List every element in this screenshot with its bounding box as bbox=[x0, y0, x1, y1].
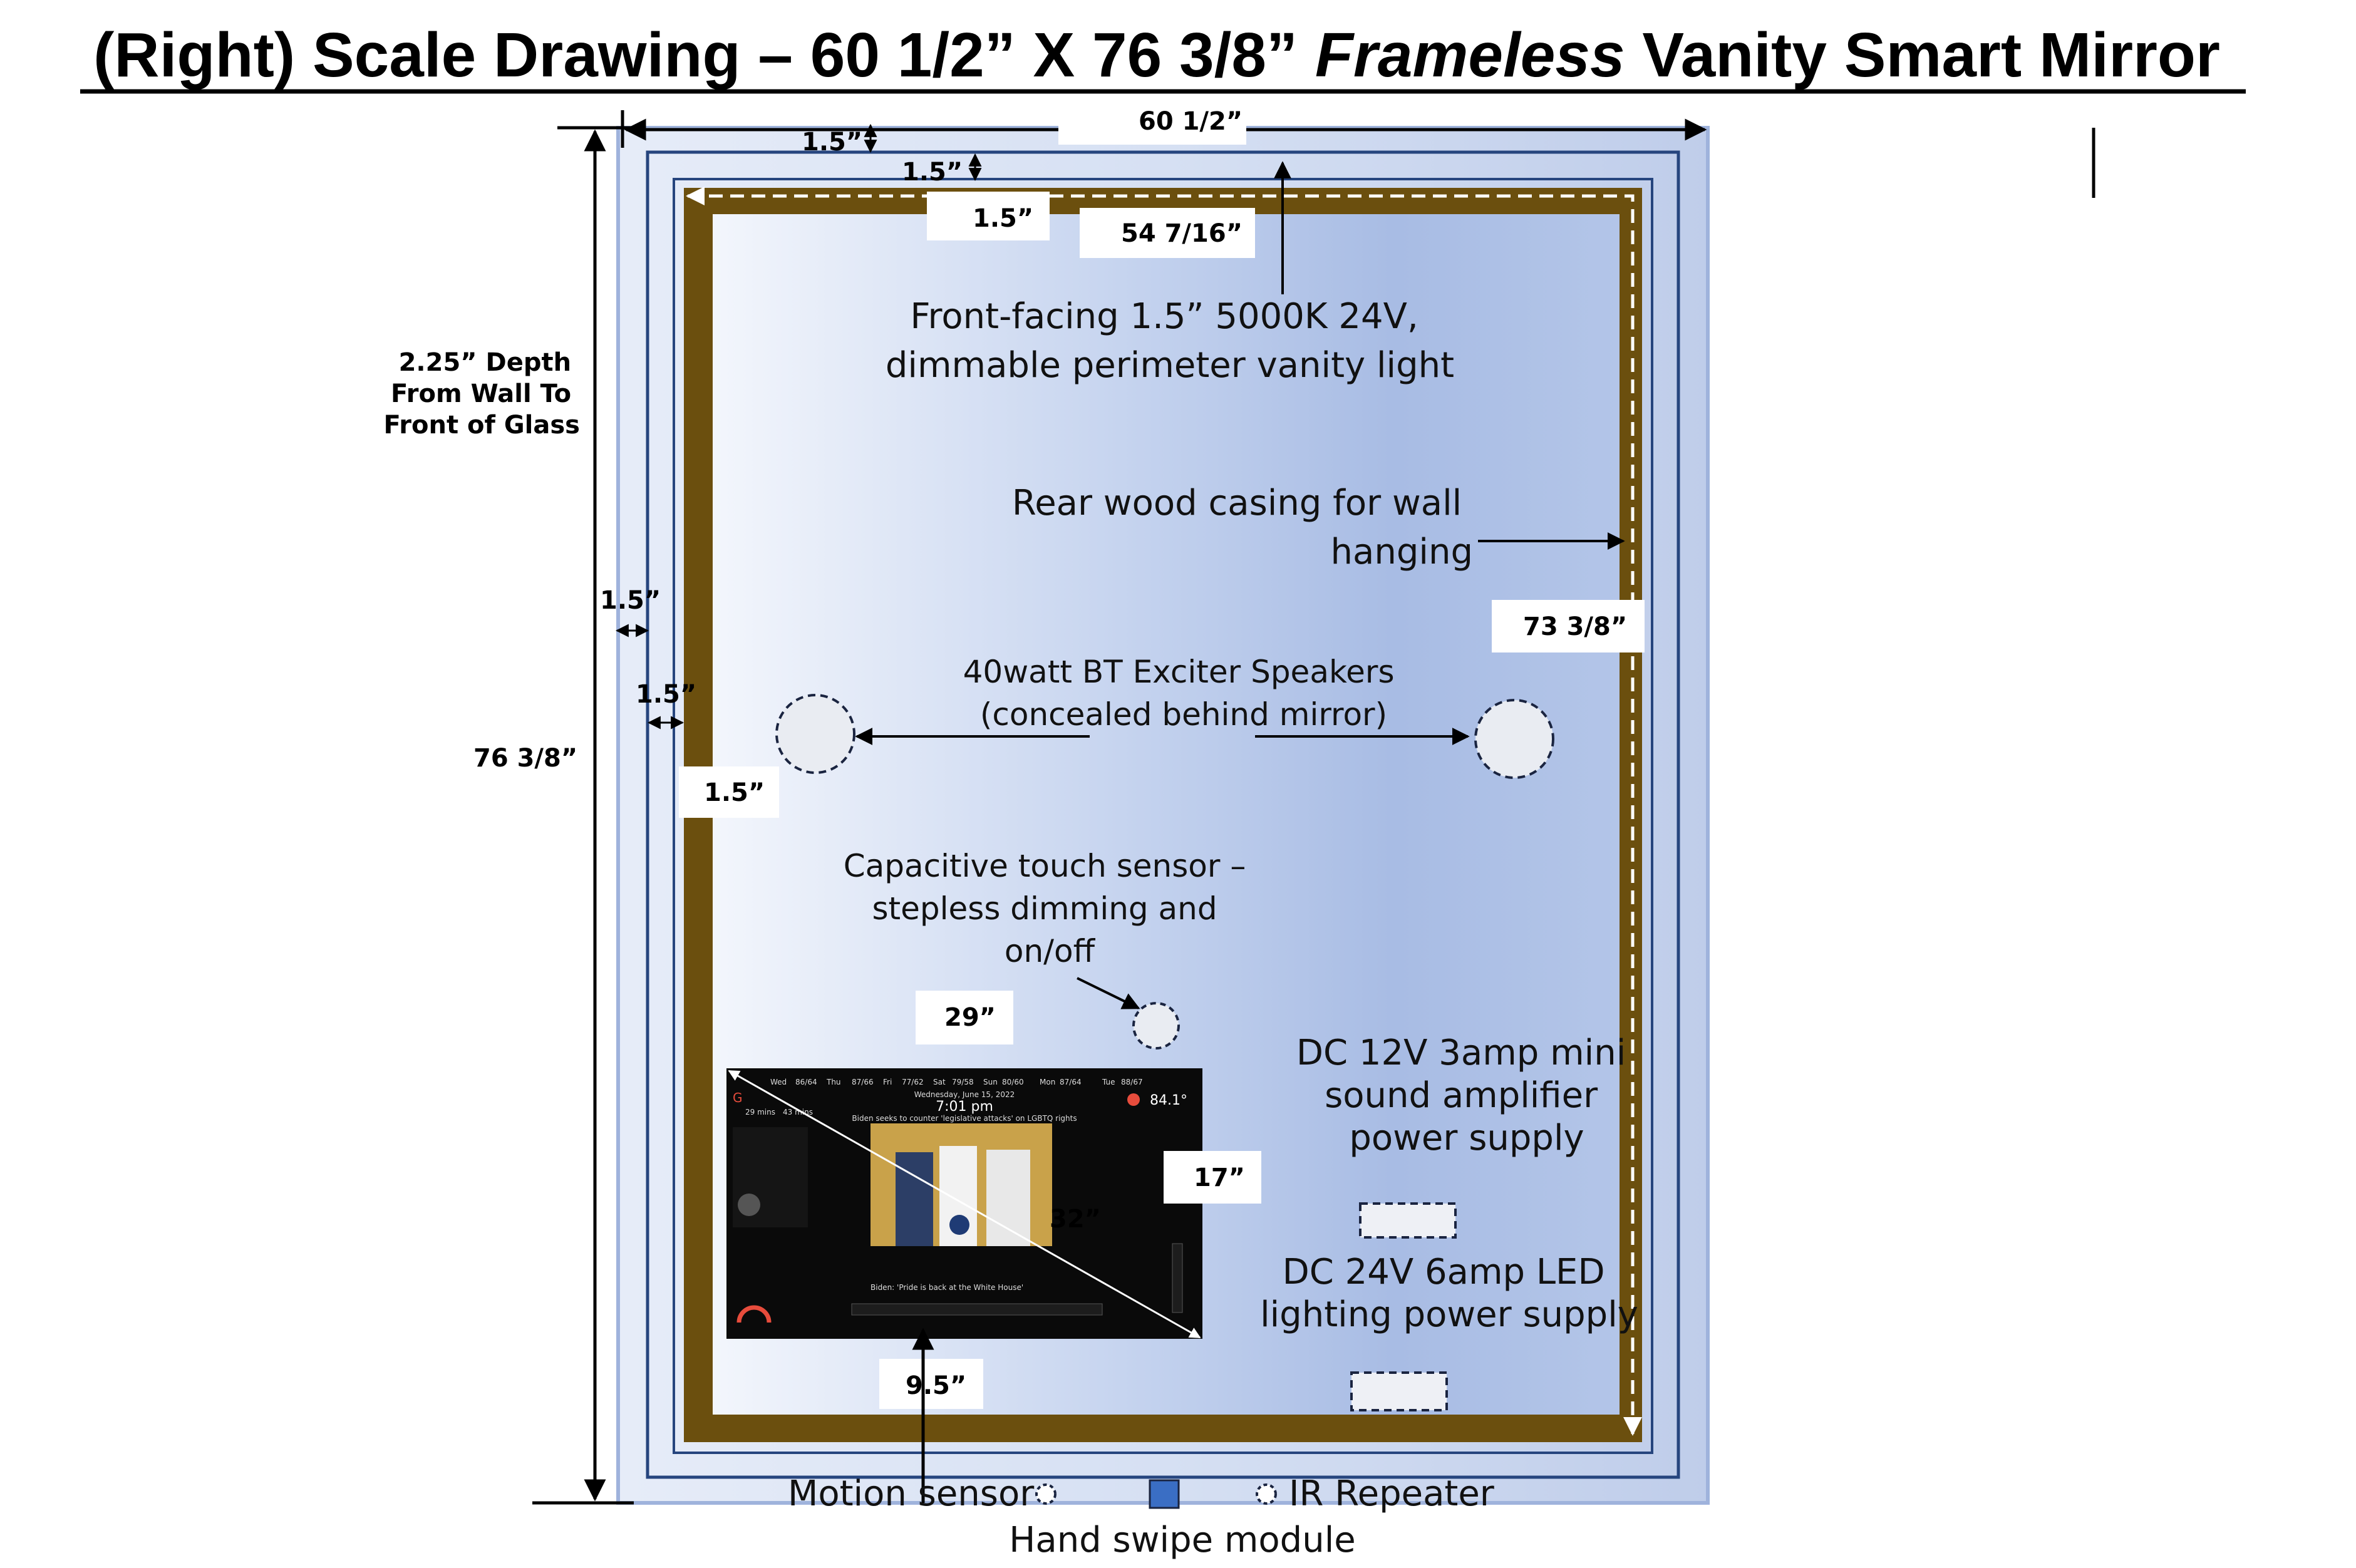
weather-temp: 86/64 bbox=[795, 1078, 817, 1086]
dim-side-b: 1.5” bbox=[636, 680, 696, 709]
hand-swipe-label: Hand swipe module bbox=[1009, 1520, 1355, 1560]
amp-line-1: DC 12V 3amp mini bbox=[1296, 1033, 1626, 1073]
side-controls bbox=[1172, 1243, 1183, 1313]
motion-sensor-icon bbox=[1035, 1483, 1057, 1505]
wood-line-2: hanging bbox=[1331, 532, 1473, 572]
led-supply-note: DC 24V 6amp LED lighting power supply bbox=[1260, 1252, 1638, 1335]
depth-line-2: From Wall To bbox=[391, 379, 571, 408]
news-photo-figure bbox=[986, 1150, 1030, 1246]
glass-edge-line bbox=[673, 178, 1653, 1454]
depth-line-3: Front of Glass bbox=[384, 411, 580, 440]
title-part-1: (Right) Scale Drawing – 60 1/2” X 76 3/8… bbox=[93, 20, 1315, 90]
dimension-lines: 60 1/2” 76 3/8” 1.5” 1.5” 1.5” 54 7/16” … bbox=[473, 103, 1707, 1505]
dim-side-c: 1.5” bbox=[704, 778, 765, 807]
amp-line-3: power supply bbox=[1349, 1118, 1584, 1158]
portrait-icon bbox=[738, 1194, 760, 1216]
weather-temp: 87/64 bbox=[1060, 1078, 1082, 1086]
touch-line-1: Capacitive touch sensor – bbox=[844, 848, 1246, 884]
svg-text:Rear wood casing for wall: Rear wood casing for wall hanging bbox=[1012, 483, 1473, 572]
touch-line-3: on/off bbox=[1005, 933, 1096, 969]
vanity-line-2: dimmable perimeter vanity light bbox=[886, 345, 1454, 386]
bottom-sensors: Motion sensor IR Repeater Hand swipe mod… bbox=[788, 1473, 1495, 1560]
depth-line-1: 2.25” Depth bbox=[399, 348, 571, 377]
weather-day: Tue bbox=[1102, 1078, 1115, 1086]
commute-time: 29 mins bbox=[745, 1108, 775, 1117]
sun-icon bbox=[1127, 1093, 1140, 1106]
weather-day: Fri bbox=[883, 1078, 892, 1086]
led-line-1: DC 24V 6amp LED bbox=[1283, 1252, 1605, 1292]
amp-supply-box bbox=[1359, 1202, 1457, 1239]
dim-overall-height: 76 3/8” bbox=[473, 744, 577, 773]
ir-repeater-icon bbox=[1256, 1483, 1277, 1505]
amp-supply-note: DC 12V 3amp mini sound amplifier power s… bbox=[1296, 1033, 1637, 1158]
weather-day: Wed bbox=[770, 1078, 787, 1086]
motion-sensor-label: Motion sensor bbox=[788, 1473, 1035, 1514]
svg-text:DC 24V 6amp LED lighting: DC 24V 6amp LED lighting power supply bbox=[1260, 1252, 1638, 1335]
page-title: (Right) Scale Drawing – 60 1/2” X 76 3/8… bbox=[80, 20, 2246, 94]
dim-display-diagonal: 32” bbox=[1050, 1205, 1101, 1234]
vanity-line-1: Front-facing 1.5” 5000K 24V, bbox=[910, 296, 1418, 337]
dim-overall-width: 60 1/2” bbox=[1139, 107, 1243, 136]
dim-border-c: 1.5” bbox=[973, 204, 1033, 233]
screen-temperature: 84.1° bbox=[1150, 1093, 1187, 1108]
weather-temp: 87/66 bbox=[852, 1078, 874, 1086]
speaker-left-icon bbox=[775, 694, 855, 774]
depth-note: 2.25” Depth From Wall To Front of Glass bbox=[384, 348, 580, 440]
led-strip bbox=[686, 187, 1642, 1436]
news-photo-figure bbox=[896, 1152, 933, 1246]
touch-sensor-note: Capacitive touch sensor – stepless dimmi… bbox=[844, 848, 1256, 1009]
wood-line-1: Rear wood casing for wall bbox=[1012, 483, 1462, 524]
svg-text:2.25” Depth From Wall To: 2.25” Depth From Wall To Front of Glass bbox=[384, 348, 580, 440]
weather-temp: 79/58 bbox=[952, 1078, 974, 1086]
dim-display-height: 17” bbox=[1194, 1163, 1245, 1192]
weather-day: Sat bbox=[933, 1078, 946, 1086]
speakers-line-2: (concealed behind mirror) bbox=[980, 696, 1387, 733]
weather-day: Mon bbox=[1040, 1078, 1055, 1086]
led-supply-box bbox=[1350, 1371, 1448, 1411]
led-line-2: lighting power supply bbox=[1260, 1294, 1638, 1335]
svg-text:DC 12V 3amp mini sound a: DC 12V 3amp mini sound amplifier power s… bbox=[1296, 1033, 1637, 1158]
svg-text:40watt BT Exciter Speakers: 40watt BT Exciter Speakers (concealed be… bbox=[963, 654, 1405, 733]
inner-border-line bbox=[646, 150, 1680, 1479]
weather-day: Thu bbox=[826, 1078, 841, 1086]
speakers-note: 40watt BT Exciter Speakers (concealed be… bbox=[855, 654, 1470, 745]
weather-day: Sun bbox=[983, 1078, 998, 1086]
wood-casing-note: Rear wood casing for wall hanging bbox=[1012, 483, 1625, 572]
screen-headline: Biden seeks to counter 'legislative atta… bbox=[852, 1114, 1077, 1123]
dim-inner-width: 54 7/16” bbox=[1121, 219, 1243, 248]
touch-line-2: stepless dimming and bbox=[872, 890, 1217, 927]
dim-display-width: 29” bbox=[944, 1003, 996, 1032]
hand-swipe-module-icon bbox=[1149, 1479, 1180, 1509]
smart-display: Wed 86/64 Thu 87/66 Fri 77/62 Sat 79/58 … bbox=[726, 1068, 1202, 1339]
dim-border-a: 1.5” bbox=[802, 128, 862, 157]
dim-display-offset: 9.5” bbox=[906, 1371, 966, 1400]
weather-temp: 80/60 bbox=[1002, 1078, 1024, 1086]
dim-border-b: 1.5” bbox=[902, 158, 963, 187]
touch-sensor-icon bbox=[1132, 1002, 1180, 1050]
google-icon: G bbox=[733, 1090, 743, 1105]
svg-text:Capacitive touch sensor –: Capacitive touch sensor – stepless dimmi… bbox=[844, 848, 1256, 969]
speakers-line-1: 40watt BT Exciter Speakers bbox=[963, 654, 1395, 690]
svg-text:(Right) Scale Drawing – 60 1/2: (Right) Scale Drawing – 60 1/2” X 76 3/8… bbox=[93, 20, 2220, 90]
menu-bar bbox=[851, 1303, 1103, 1316]
ir-repeater-label: IR Repeater bbox=[1289, 1473, 1495, 1514]
vanity-light-note: Front-facing 1.5” 5000K 24V, dimmable pe… bbox=[886, 296, 1454, 386]
amp-line-2: sound amplifier bbox=[1325, 1075, 1598, 1116]
screen-time: 7:01 pm bbox=[936, 1099, 993, 1115]
speaker-right-icon bbox=[1474, 699, 1554, 779]
weather-temp: 88/67 bbox=[1121, 1078, 1143, 1086]
svg-text:Front-facing 1.5” 5000K 24V,: Front-facing 1.5” 5000K 24V, dimmable pe… bbox=[886, 296, 1454, 386]
screen-date: Wednesday, June 15, 2022 bbox=[914, 1090, 1015, 1099]
dim-inner-height: 73 3/8” bbox=[1523, 612, 1627, 641]
title-part-2: Frameless bbox=[1315, 20, 1625, 90]
presidential-seal-icon bbox=[949, 1215, 969, 1235]
weather-temp: 77/62 bbox=[902, 1078, 924, 1086]
screen-ticker: Biden: 'Pride is back at the White House… bbox=[871, 1283, 1023, 1292]
title-part-3: Vanity Smart Mirror bbox=[1625, 20, 2220, 90]
dim-side-a: 1.5” bbox=[600, 586, 661, 615]
